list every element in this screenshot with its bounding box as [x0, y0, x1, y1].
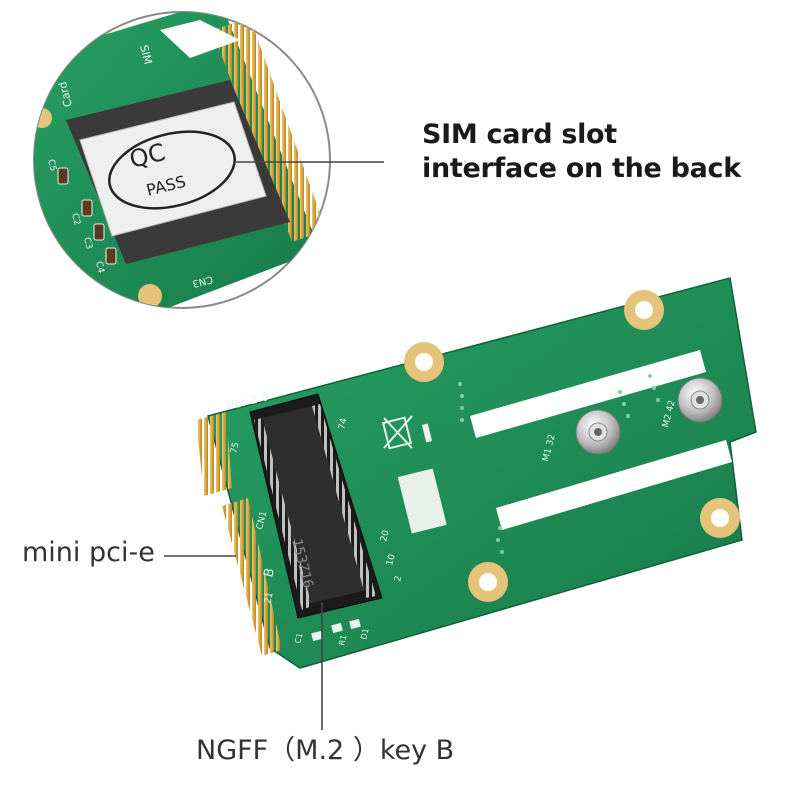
via-dots	[458, 374, 660, 554]
key-b-label: B	[261, 567, 278, 579]
inset-card-label: Card	[56, 80, 75, 108]
mount-hole-2	[404, 342, 444, 382]
inset-c5-label: C5	[45, 158, 58, 172]
small-components	[311, 618, 361, 642]
inset-gold-fingers	[212, 18, 326, 242]
sim-callout-line-1: SIM card slot	[422, 119, 617, 150]
cn1-label: CN1	[255, 510, 269, 531]
pin-74-label: 74	[337, 417, 350, 431]
inset-c4-label: C4	[93, 260, 106, 274]
sim-slot-callout: SIM card slot interface on the back	[422, 118, 741, 186]
mount-hole-4	[468, 562, 508, 602]
weee-mark	[381, 415, 413, 450]
pin-21-label: 21	[263, 591, 275, 605]
inset-c2-label: C2	[69, 212, 82, 226]
mount-hole-1	[624, 290, 664, 330]
standoff-screw-m1	[575, 409, 621, 455]
inset-sim-label: SIM	[137, 44, 154, 66]
c1-label: C1	[293, 632, 304, 645]
mini-pcie-gold-fingers	[196, 412, 282, 656]
r1-label: R1	[337, 634, 348, 647]
pin-2-label: 2	[393, 575, 404, 583]
pin-75-label: 75	[229, 441, 241, 455]
pin-10-label: 10	[385, 553, 398, 567]
smd-pad	[421, 423, 433, 443]
board-cutout-upper	[470, 350, 706, 438]
qc-pass-oval	[108, 130, 236, 210]
sim-slot-inset: QC PASS SIM Card CN3 C5 C2 C3 C4	[33, 11, 331, 309]
inset-c3-label: C3	[81, 236, 94, 250]
board-label-pad	[397, 468, 447, 534]
d1-label: D1	[359, 627, 370, 640]
board-cutout-lower	[496, 440, 732, 530]
inset-cn3-label: CN3	[191, 273, 214, 289]
pin-20-label: 20	[379, 529, 392, 543]
standoff-screw-m2	[677, 377, 723, 423]
ngff-callout: NGFF（M.2 ）key B	[196, 735, 455, 766]
adapter-board: Ver 2.0 75 74 CN1 B 21 20 10 2 153Z16 M1…	[196, 277, 757, 669]
sim-callout-line-2: interface on the back	[422, 153, 741, 184]
mount-hole-3	[700, 498, 740, 538]
mini-pcie-callout: mini pci-e	[22, 537, 155, 568]
inset-capacitors	[57, 167, 117, 265]
m2-slot-connector	[249, 393, 383, 619]
